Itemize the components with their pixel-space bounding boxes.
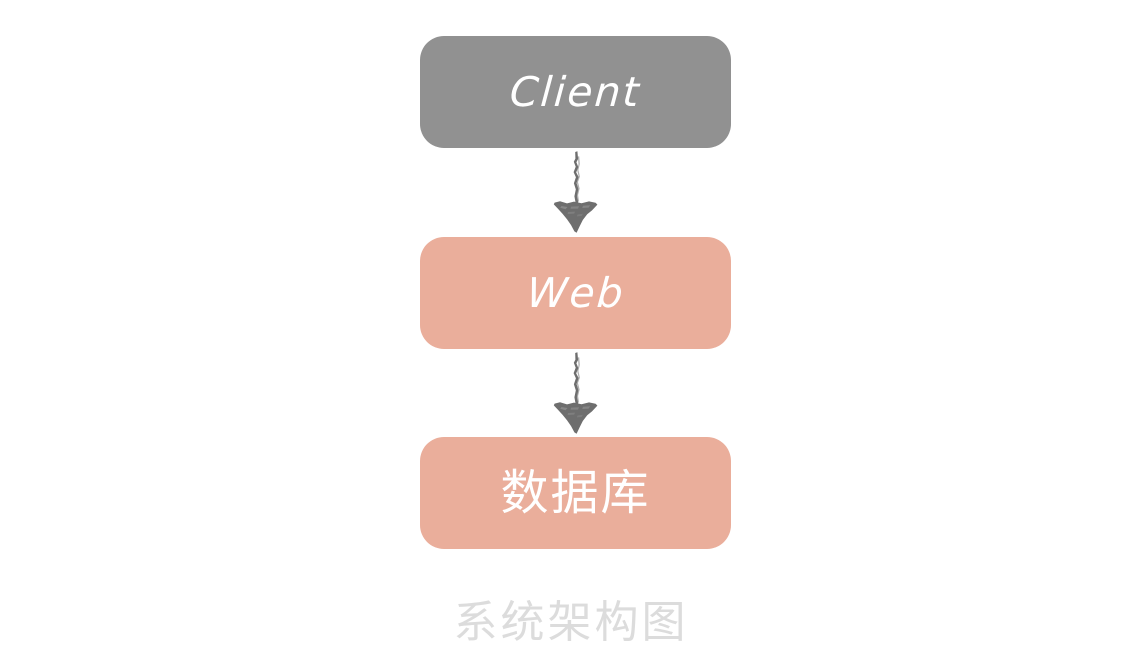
diagram-caption: 系统架构图 [453, 597, 689, 648]
node-database-label: 数据库 [500, 465, 651, 521]
node-client[interactable]: Client [420, 36, 731, 148]
arrow-client-to-web-icon [553, 151, 598, 233]
node-web-label: Web [524, 268, 627, 317]
node-database[interactable]: 数据库 [420, 437, 731, 549]
node-client-label: Client [508, 67, 643, 116]
arrow-web-to-database-icon [553, 352, 598, 434]
node-web[interactable]: Web [420, 237, 731, 349]
